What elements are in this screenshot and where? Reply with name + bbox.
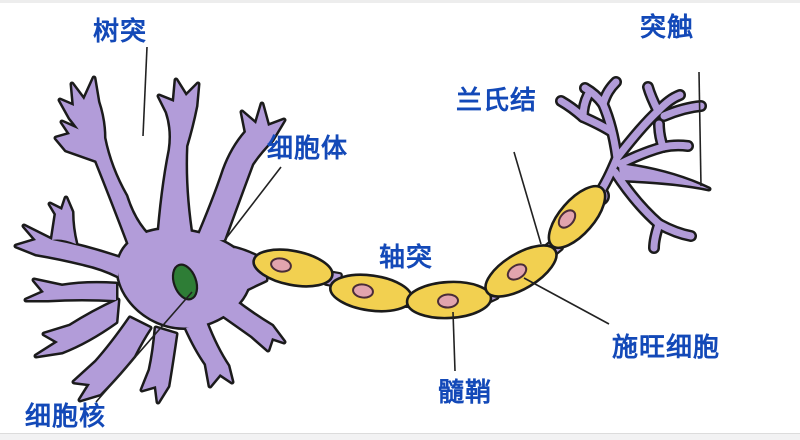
label-synapse: 突触 bbox=[640, 12, 695, 42]
label-dendrite: 树突 bbox=[93, 16, 148, 46]
label-schwann-cell: 施旺细胞 bbox=[612, 332, 721, 362]
slide-top-edge bbox=[0, 0, 800, 3]
node-leader-line bbox=[513, 151, 542, 245]
synapse-leader-line bbox=[698, 71, 702, 187]
cell-nucleus-shape bbox=[171, 263, 199, 301]
leader-lines bbox=[95, 46, 702, 403]
cell-body-leader-line bbox=[223, 166, 282, 242]
label-myelin-sheath: 髓鞘 bbox=[438, 377, 493, 407]
myelin-leader-line bbox=[452, 311, 456, 372]
label-axon: 轴突 bbox=[379, 242, 434, 272]
schwann-leader-line bbox=[523, 277, 610, 325]
schwann-cell-nuclei bbox=[270, 209, 577, 309]
dendrite-leader-line bbox=[142, 46, 148, 137]
label-node-of-ranvier: 兰氏结 bbox=[456, 85, 538, 115]
cell-body-and-dendrites bbox=[16, 78, 284, 402]
label-cell-nucleus: 细胞核 bbox=[25, 401, 107, 431]
label-cell-body: 细胞体 bbox=[267, 133, 349, 163]
nucleus-leader-line bbox=[95, 291, 193, 403]
slide-bottom-edge bbox=[0, 433, 800, 440]
